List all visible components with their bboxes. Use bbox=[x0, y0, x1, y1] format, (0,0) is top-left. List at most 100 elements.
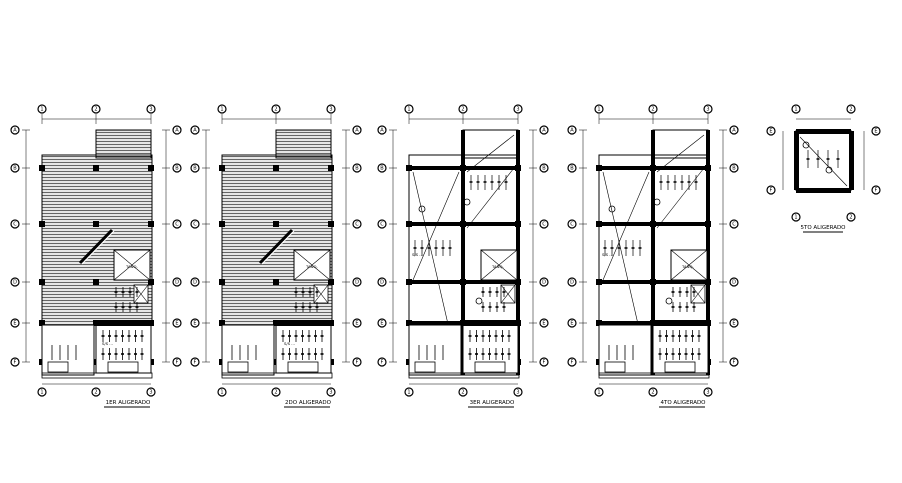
column bbox=[328, 279, 334, 285]
grid-bubble: 1 bbox=[791, 212, 801, 222]
grid-bubble-label: C bbox=[732, 222, 736, 228]
note-plan-4: S/S ... bbox=[602, 252, 613, 257]
grid-bubble: E bbox=[377, 318, 387, 328]
grid-bubble: B bbox=[567, 163, 577, 173]
grid-bubble-label: 2 bbox=[274, 390, 277, 396]
column bbox=[596, 221, 602, 227]
grid-bubble-label: 1 bbox=[407, 107, 410, 113]
caption-plan-3: 3ER ALIGERADO bbox=[468, 400, 515, 408]
grid-bubble-label: F bbox=[571, 360, 574, 366]
stair-line bbox=[258, 228, 294, 265]
grid-bubble-label: C bbox=[13, 222, 17, 228]
grid-bubble: C bbox=[10, 219, 20, 229]
grid-bubble: 1 bbox=[37, 387, 47, 397]
grid-bubble-label: 3 bbox=[516, 390, 519, 396]
grid-bubble: E bbox=[567, 318, 577, 328]
beam bbox=[706, 130, 710, 375]
column bbox=[515, 221, 521, 227]
grid-bubble: A bbox=[190, 125, 200, 135]
column bbox=[148, 221, 154, 227]
grid-bubble: E bbox=[352, 318, 362, 328]
grid-bubble: 3 bbox=[513, 104, 523, 114]
caption-text-5: 5TO ALIGERADO bbox=[800, 225, 846, 231]
column bbox=[596, 165, 602, 171]
grid-bubble: E bbox=[172, 318, 182, 328]
grid-bubble: D bbox=[190, 277, 200, 287]
grid-bubble: A bbox=[377, 125, 387, 135]
grid-bubble-label: 1 bbox=[40, 390, 43, 396]
grid-bubble-label: 3 bbox=[516, 107, 519, 113]
grid-bubble-label: B bbox=[193, 166, 197, 172]
column bbox=[148, 165, 154, 171]
grid-bubble-label: A bbox=[380, 128, 384, 134]
grid-bubble: D bbox=[539, 277, 549, 287]
grid-bubble-label: B bbox=[175, 166, 179, 172]
grid-bubble: F bbox=[10, 357, 20, 367]
grid-bubble: 1 bbox=[404, 104, 414, 114]
beam bbox=[516, 130, 520, 375]
grid-bubble-label: E bbox=[570, 321, 573, 327]
grid-bubble-label: 1 bbox=[407, 390, 410, 396]
grid-bubble-label: C bbox=[193, 222, 197, 228]
column bbox=[39, 279, 45, 285]
grid-bubble: F bbox=[352, 357, 362, 367]
grid-bubble: 1 bbox=[791, 104, 801, 114]
column bbox=[650, 279, 656, 285]
grid-bubble-label: B bbox=[542, 166, 546, 172]
grid-bubble-label: 1 bbox=[220, 107, 223, 113]
grid-bubble: D bbox=[567, 277, 577, 287]
grid-bubble: F bbox=[377, 357, 387, 367]
grid-bubble: 2 bbox=[271, 104, 281, 114]
grid-bubble-label: B bbox=[570, 166, 574, 172]
grid-bubble: D bbox=[352, 277, 362, 287]
column bbox=[93, 165, 99, 171]
grid-bubble: 3 bbox=[513, 387, 523, 397]
grid-bubble: A bbox=[352, 125, 362, 135]
grid-bubble-label: D bbox=[542, 280, 546, 286]
grid-bubble-label: 1 bbox=[40, 107, 43, 113]
beam bbox=[651, 130, 655, 375]
grid-bubble: 1 bbox=[217, 387, 227, 397]
grid-bubble-label: 3 bbox=[329, 107, 332, 113]
grid-bubble-label: D bbox=[732, 280, 736, 286]
grid-bubble-label: C bbox=[355, 222, 359, 228]
grid-bubble-label: C bbox=[542, 222, 546, 228]
column bbox=[596, 279, 602, 285]
grid-bubble-label: F bbox=[381, 360, 384, 366]
grid-bubble: 2 bbox=[648, 104, 658, 114]
grid-bubble: 2 bbox=[271, 387, 281, 397]
grid-bubble: F bbox=[871, 185, 881, 195]
grid-bubble-label: 1 bbox=[794, 107, 797, 113]
grid-bubble-label: F bbox=[875, 188, 878, 194]
grid-bubble-label: E bbox=[13, 321, 16, 327]
grid-bubble: C bbox=[377, 219, 387, 229]
grid-bubble-label: 2 bbox=[651, 107, 654, 113]
grid-bubble-label: 2 bbox=[849, 215, 852, 221]
note-plan-2: S/S ... bbox=[284, 341, 295, 346]
grid-bubble: A bbox=[172, 125, 182, 135]
column bbox=[515, 279, 521, 285]
column bbox=[273, 165, 279, 171]
grid-bubble-label: 3 bbox=[329, 390, 332, 396]
grid-bubble: C bbox=[729, 219, 739, 229]
grid-bubble-label: 2 bbox=[849, 107, 852, 113]
grid-bubble-label: 2 bbox=[651, 390, 654, 396]
column bbox=[460, 221, 466, 227]
grid-bubble: E bbox=[539, 318, 549, 328]
grid-bubble: C bbox=[539, 219, 549, 229]
beam bbox=[796, 188, 851, 193]
column bbox=[515, 165, 521, 171]
column bbox=[273, 221, 279, 227]
grid-bubble: 2 bbox=[458, 104, 468, 114]
stair-line bbox=[78, 228, 114, 265]
column bbox=[39, 165, 45, 171]
grid-bubble: D bbox=[10, 277, 20, 287]
grid-bubble: 1 bbox=[594, 387, 604, 397]
grid-bubble-label: C bbox=[175, 222, 179, 228]
column bbox=[328, 221, 334, 227]
column bbox=[148, 279, 154, 285]
tank-label-plan-1: TANQ. bbox=[125, 264, 138, 269]
grid-bubble: 3 bbox=[703, 387, 713, 397]
grid-bubble: B bbox=[729, 163, 739, 173]
